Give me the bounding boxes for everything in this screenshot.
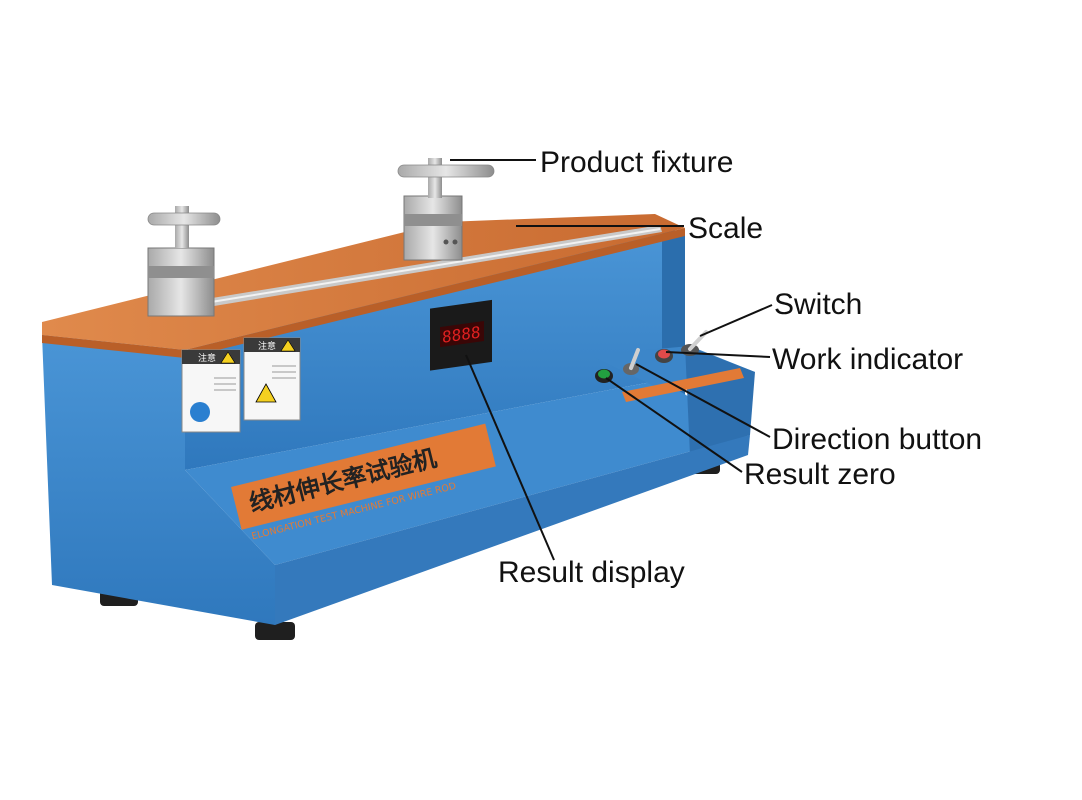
warning-icon <box>280 339 296 352</box>
control-label-strip <box>622 368 744 402</box>
product-fixture-left[interactable] <box>147 206 221 317</box>
warning-label-left: 注意 <box>181 349 241 433</box>
upper-block-front <box>185 232 662 470</box>
warning-left-emblem <box>190 402 210 422</box>
callout-labels: Product fixture Scale Switch Work indica… <box>498 146 982 589</box>
callout-result-zero: Result zero <box>744 458 896 491</box>
warning-right-emblem <box>255 383 277 403</box>
callout-scale: Scale <box>688 212 763 245</box>
bottom-front-face <box>275 435 750 625</box>
direction-toggle[interactable] <box>623 348 640 375</box>
callout-product-fixture: Product fixture <box>540 146 733 179</box>
leader-result-display <box>465 354 555 561</box>
warning-label-right: 注意 <box>243 337 301 421</box>
leader-switch <box>699 304 773 337</box>
warning-label-right-title: 注意 <box>258 340 276 352</box>
callout-result-display: Result display <box>498 556 685 589</box>
callout-work-indicator: Work indicator <box>772 343 963 376</box>
test-machine: 注意 注意 8888 线材伸长率试验机 ELONGATIO <box>42 158 755 640</box>
top-plate-edge <box>42 228 685 358</box>
leader-lines <box>450 159 773 561</box>
leader-direction-button <box>635 363 771 438</box>
callout-switch: Switch <box>774 288 862 321</box>
callout-direction-button: Direction button <box>772 423 982 456</box>
leader-result-zero <box>605 377 743 473</box>
leader-work-indicator <box>665 351 771 358</box>
warning-label-left-title: 注意 <box>198 352 216 364</box>
product-fixture-right[interactable] <box>397 158 495 261</box>
left-front-face <box>42 335 275 625</box>
warning-icon <box>220 351 236 364</box>
work-indicator-lamp <box>655 349 673 363</box>
foot-middle <box>255 622 295 640</box>
result-display-unit: 8888 <box>430 299 492 371</box>
scale-line <box>204 228 661 304</box>
